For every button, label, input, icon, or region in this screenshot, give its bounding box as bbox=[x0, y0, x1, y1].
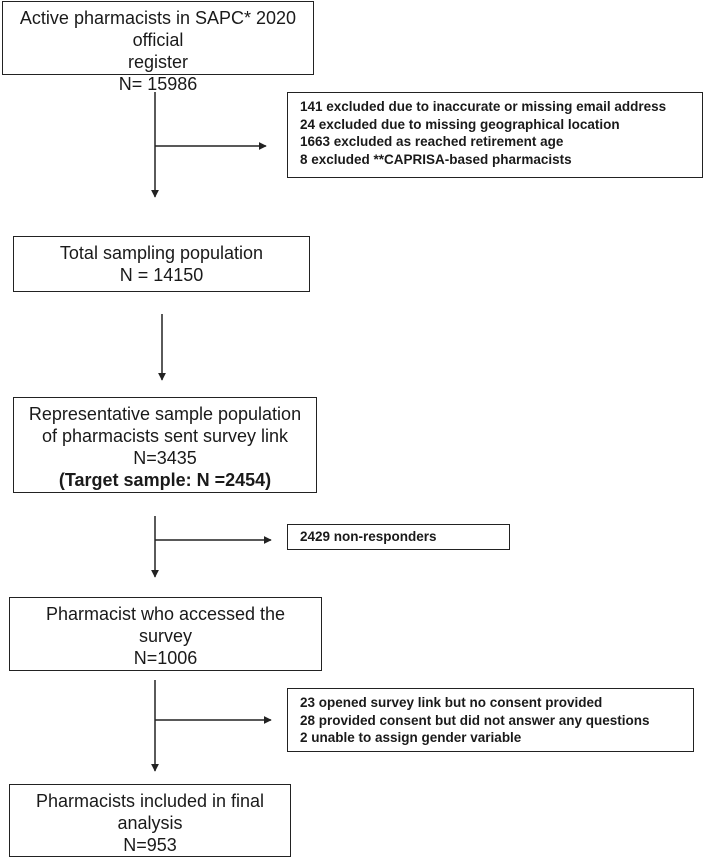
exclusions-box-1: 141 excluded due to inaccurate or missin… bbox=[287, 92, 703, 178]
final-line-2: analysis bbox=[117, 813, 183, 833]
representative-line-3: N=3435 bbox=[133, 448, 197, 468]
accessed-line-2: survey bbox=[138, 626, 192, 646]
exclusions-box-2: 23 opened survey link but no consent pro… bbox=[287, 688, 694, 752]
nonresponders-line: 2429 non-responders bbox=[300, 529, 437, 544]
representative-line-1: Representative sample population bbox=[28, 404, 302, 424]
exclusion-1-line-4: 8 excluded **CAPRISA-based pharmacists bbox=[300, 151, 572, 167]
exclusion-2-line-1: 23 opened survey link but no consent pro… bbox=[300, 695, 603, 710]
representative-sample-box: Representative sample population of phar… bbox=[13, 397, 317, 493]
register-line-2: register bbox=[127, 52, 189, 72]
total-line-1: Total sampling population bbox=[59, 243, 264, 263]
exclusion-2-line-3: 2 unable to assign gender variable bbox=[300, 730, 522, 745]
final-line-3: N=953 bbox=[123, 835, 177, 855]
accessed-survey-box: Pharmacist who accessed the survey N=100… bbox=[9, 597, 322, 671]
exclusion-1-line-1: 141 excluded due to inaccurate or missin… bbox=[300, 99, 667, 114]
accessed-line-3: N=1006 bbox=[133, 648, 198, 668]
exclusion-1-line-2: 24 excluded due to missing geographical … bbox=[300, 116, 620, 132]
total-sampling-box: Total sampling population N = 14150 bbox=[13, 236, 310, 292]
exclusion-2-line-2: 28 provided consent but did not answer a… bbox=[300, 712, 650, 728]
final-line-1: Pharmacists included in final bbox=[35, 791, 265, 811]
register-line-1: Active pharmacists in SAPC* 2020 officia… bbox=[19, 8, 297, 50]
nonresponders-box: 2429 non-responders bbox=[287, 524, 510, 550]
final-analysis-box: Pharmacists included in final analysis N… bbox=[9, 784, 291, 857]
exclusion-1-line-3: 1663 excluded as reached retirement age bbox=[300, 134, 564, 149]
register-box: Active pharmacists in SAPC* 2020 officia… bbox=[2, 1, 314, 94]
representative-line-2: of pharmacists sent survey link bbox=[41, 426, 289, 446]
accessed-line-1: Pharmacist who accessed the bbox=[45, 604, 286, 624]
total-line-2: N = 14150 bbox=[119, 265, 204, 285]
target-sample: (Target sample: N =2454) bbox=[58, 470, 272, 490]
register-line-3: N= 15986 bbox=[118, 74, 198, 94]
